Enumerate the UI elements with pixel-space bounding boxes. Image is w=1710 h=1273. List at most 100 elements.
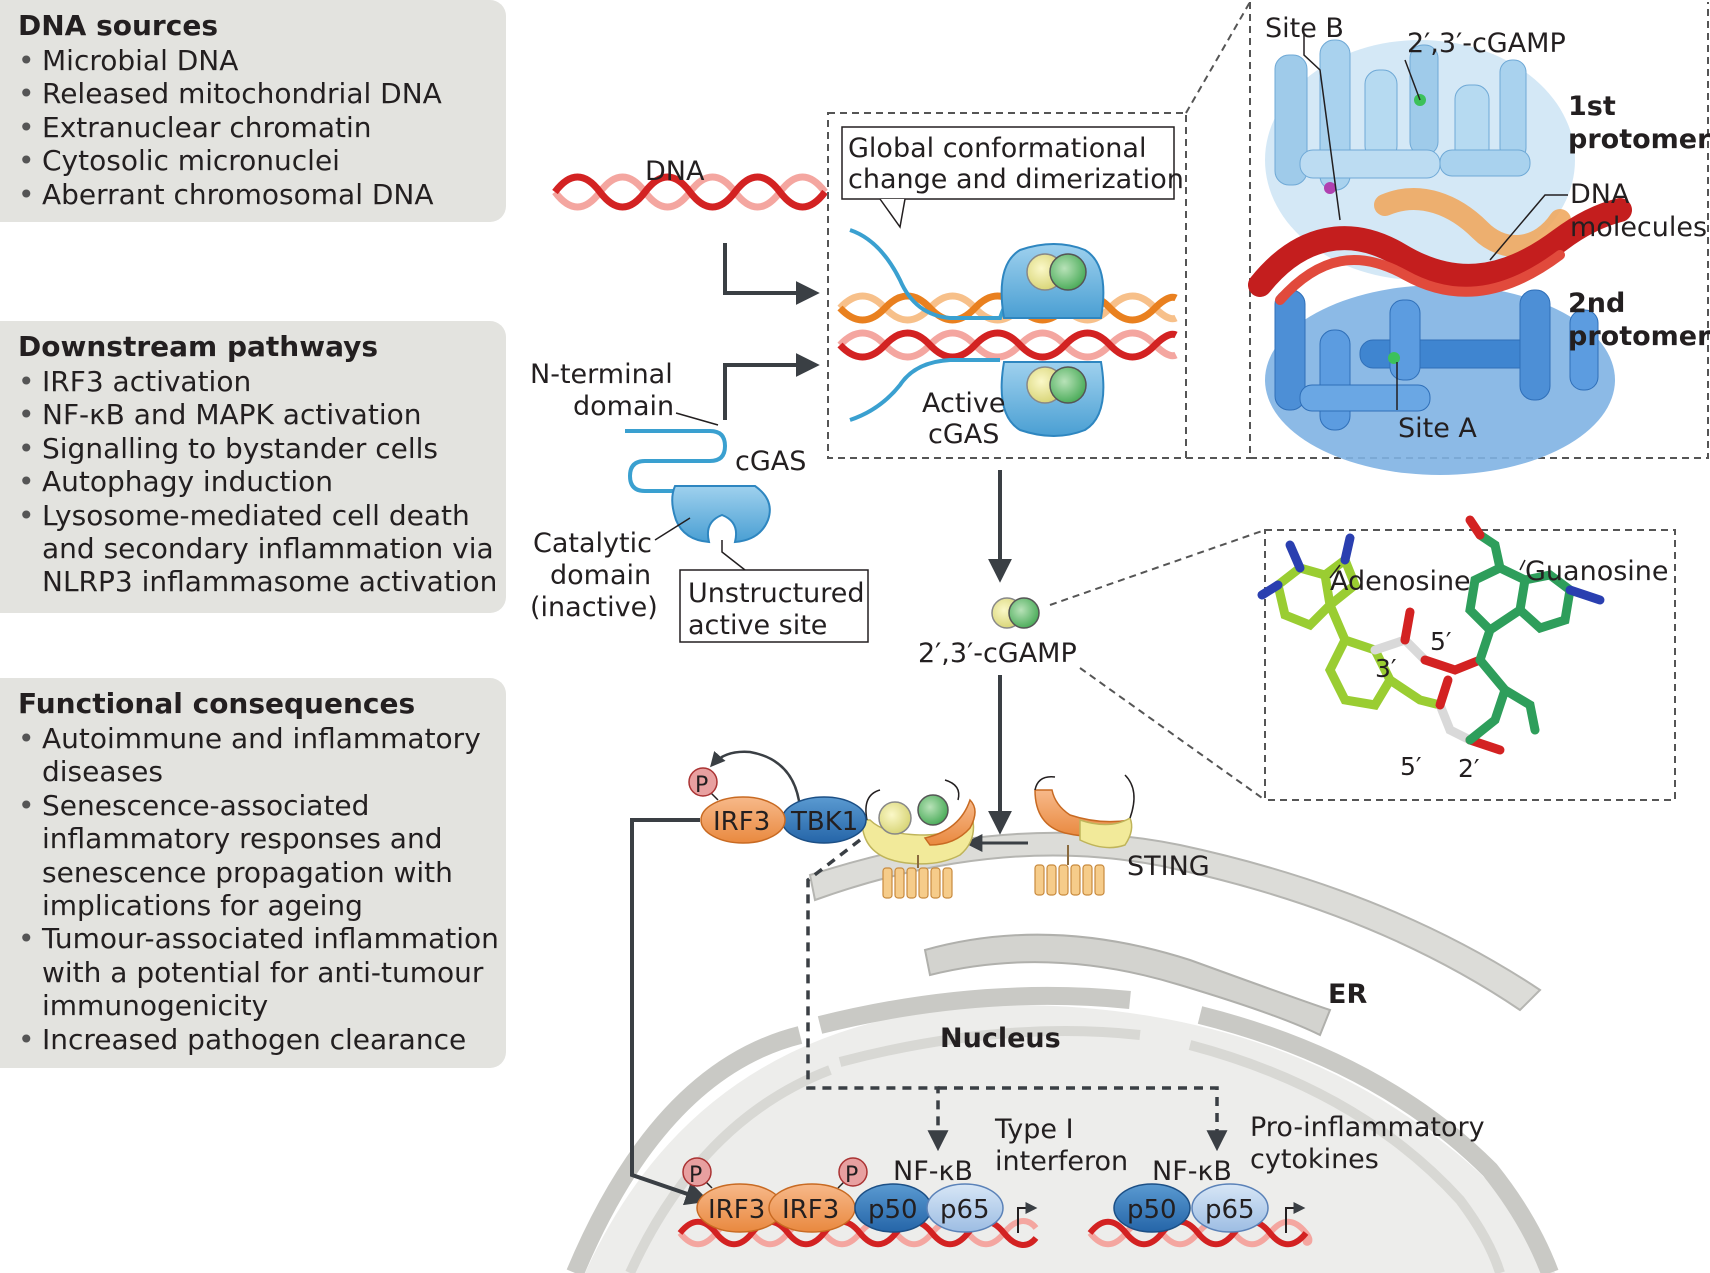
site-b-label: Site B bbox=[1265, 13, 1344, 44]
irf3-nuclear-2-label: IRF3 bbox=[782, 1195, 839, 1225]
zoom-line-cgamp-a bbox=[1049, 529, 1266, 606]
dna-sources-list: Microbial DNA Released mitochondrial DNA… bbox=[0, 44, 506, 211]
er-membrane bbox=[808, 831, 1542, 1037]
global-change-label-1: Global conformational bbox=[848, 133, 1146, 164]
n-terminal-label-1: N-terminal bbox=[530, 359, 673, 390]
dna-label: DNA bbox=[645, 156, 705, 187]
n-terminal-tail-bottom bbox=[849, 358, 1000, 422]
phospho-label-cytosolic: P bbox=[695, 773, 708, 798]
unstructured-label-2: active site bbox=[688, 610, 827, 641]
dna-to-box-arrow bbox=[723, 243, 820, 305]
cgamp-structure-box bbox=[1264, 529, 1676, 801]
transcription-arrow-left bbox=[1017, 1202, 1038, 1233]
position-5a-label: 5′ bbox=[1430, 627, 1452, 656]
adenosine-label: Adenosine bbox=[1330, 566, 1471, 597]
type1-ifn-label-2: interferon bbox=[995, 1146, 1128, 1177]
nfkb-dashed-pathway bbox=[806, 838, 949, 1152]
active-cgas-label-1: Active bbox=[922, 388, 1006, 419]
cgas-inactive bbox=[625, 429, 771, 544]
site-a-label: Site A bbox=[1398, 413, 1477, 444]
nfkb-dashed-pathway-right bbox=[938, 1086, 1228, 1152]
nfkb-label-left: NF-κB bbox=[893, 1156, 973, 1187]
consequences-title: Functional consequences bbox=[18, 687, 416, 720]
p65-right bbox=[1191, 1183, 1269, 1233]
downstream-list: IRF3 activation NF-κB and MAPK activatio… bbox=[0, 365, 506, 599]
p65-right-label: p65 bbox=[1205, 1195, 1255, 1225]
dna-sources-title: DNA sources bbox=[18, 9, 218, 42]
first-protomer-label-2: protomer bbox=[1568, 124, 1710, 155]
unstructured-leader bbox=[721, 540, 746, 571]
crystal-structure bbox=[1248, 39, 1632, 475]
position-2-label: 2′ bbox=[1458, 754, 1480, 783]
er-label: ER bbox=[1328, 979, 1367, 1010]
list-item: Extranuclear chromatin bbox=[18, 111, 506, 145]
phospho-badge-nuclear-2 bbox=[838, 1157, 868, 1187]
cgas-label: cGAS bbox=[735, 446, 806, 477]
p50-right-label: p50 bbox=[1127, 1195, 1177, 1225]
p50-left-label: p50 bbox=[868, 1195, 918, 1225]
global-change-label-2: change and dimerization bbox=[848, 164, 1184, 195]
type1-ifn-label-1: Type I bbox=[994, 1114, 1074, 1145]
list-item: Aberrant chromosomal DNA bbox=[18, 178, 506, 212]
list-item: Released mitochondrial DNA bbox=[18, 77, 506, 111]
pro-inflammatory-label-2: cytokines bbox=[1250, 1144, 1379, 1175]
list-item: IRF3 activation bbox=[18, 365, 506, 399]
irf3-cytosolic-label: IRF3 bbox=[713, 807, 770, 837]
active-cgas-label-2: cGAS bbox=[928, 419, 999, 450]
nfkb-label-right: NF-κB bbox=[1152, 1156, 1232, 1187]
catalytic-label-2: domain bbox=[550, 560, 651, 591]
tbk1-label: TBK1 bbox=[790, 807, 858, 837]
p65-left bbox=[926, 1183, 1004, 1233]
global-change-callout bbox=[841, 126, 1175, 200]
irf3-cytosolic bbox=[700, 796, 786, 844]
sting-label: STING bbox=[1127, 851, 1210, 882]
list-item: Microbial DNA bbox=[18, 44, 506, 78]
catalytic-leader bbox=[654, 517, 691, 541]
site-b-leader bbox=[1303, 35, 1341, 221]
second-protomer-label-1: 2nd bbox=[1568, 288, 1625, 319]
guanosine-leader bbox=[1519, 559, 1526, 571]
tbk1-phosphorylation-arrow bbox=[710, 750, 802, 809]
list-item: NF-κB and MAPK activation bbox=[18, 398, 506, 432]
phospho-label-nuclear-2: P bbox=[845, 1163, 858, 1188]
sting-active bbox=[861, 779, 976, 899]
pro-inflammatory-label-1: Pro-inflammatory bbox=[1250, 1112, 1485, 1143]
cgamp-mid-label: 2′,3′-cGAMP bbox=[918, 638, 1077, 669]
second-protomer-label-2: protomer bbox=[1568, 321, 1710, 352]
bound-dna-red bbox=[837, 329, 1178, 361]
dna-free-helix bbox=[552, 173, 828, 211]
list-item: Increased pathogen clearance bbox=[18, 1023, 506, 1057]
position-5b-label: 5′ bbox=[1400, 752, 1422, 781]
catalytic-label-1: Catalytic bbox=[533, 528, 652, 559]
list-item: Autoimmune and inflammatory diseases bbox=[18, 722, 506, 789]
p50-right bbox=[1113, 1183, 1191, 1233]
catalytic-label-3: (inactive) bbox=[530, 592, 658, 623]
active-cgas-box bbox=[827, 112, 1187, 459]
consequences-panel: Functional consequences Autoimmune and i… bbox=[0, 678, 506, 1068]
irf3-nuclear-1-label: IRF3 bbox=[708, 1195, 765, 1225]
cgas-active-bottom bbox=[1000, 361, 1105, 437]
cgamp-top-leader bbox=[1404, 59, 1421, 101]
cgamp-stick-model bbox=[1257, 515, 1605, 755]
p65-left-label: p65 bbox=[940, 1195, 990, 1225]
list-item: Signalling to bystander cells bbox=[18, 432, 506, 466]
adenosine-leader bbox=[1329, 564, 1341, 579]
n-terminal-leader bbox=[675, 412, 719, 426]
phospho-badge-cytosolic bbox=[688, 767, 718, 797]
sting-inactive bbox=[1034, 774, 1135, 896]
n-terminal-label-2: domain bbox=[573, 391, 674, 422]
downstream-title: Downstream pathways bbox=[18, 330, 379, 363]
phospho-label-nuclear-1: P bbox=[689, 1163, 702, 1188]
cgas-active-top bbox=[1000, 243, 1105, 319]
downstream-panel: Downstream pathways IRF3 activation NF-κ… bbox=[0, 321, 506, 613]
phospho-badge-nuclear-1 bbox=[682, 1157, 712, 1187]
unstructured-label-1: Unstructured bbox=[688, 578, 865, 609]
unstructured-box bbox=[679, 569, 869, 643]
zoom-line-structure-a bbox=[1185, 1, 1251, 114]
consequences-list: Autoimmune and inflammatory diseases Sen… bbox=[0, 722, 506, 1056]
list-item: Tumour-associated inflammation with a po… bbox=[18, 922, 506, 1022]
list-item: Cytosolic micronuclei bbox=[18, 144, 506, 178]
list-item: Autophagy induction bbox=[18, 465, 506, 499]
zoom-line-cgamp-b bbox=[1079, 667, 1266, 801]
